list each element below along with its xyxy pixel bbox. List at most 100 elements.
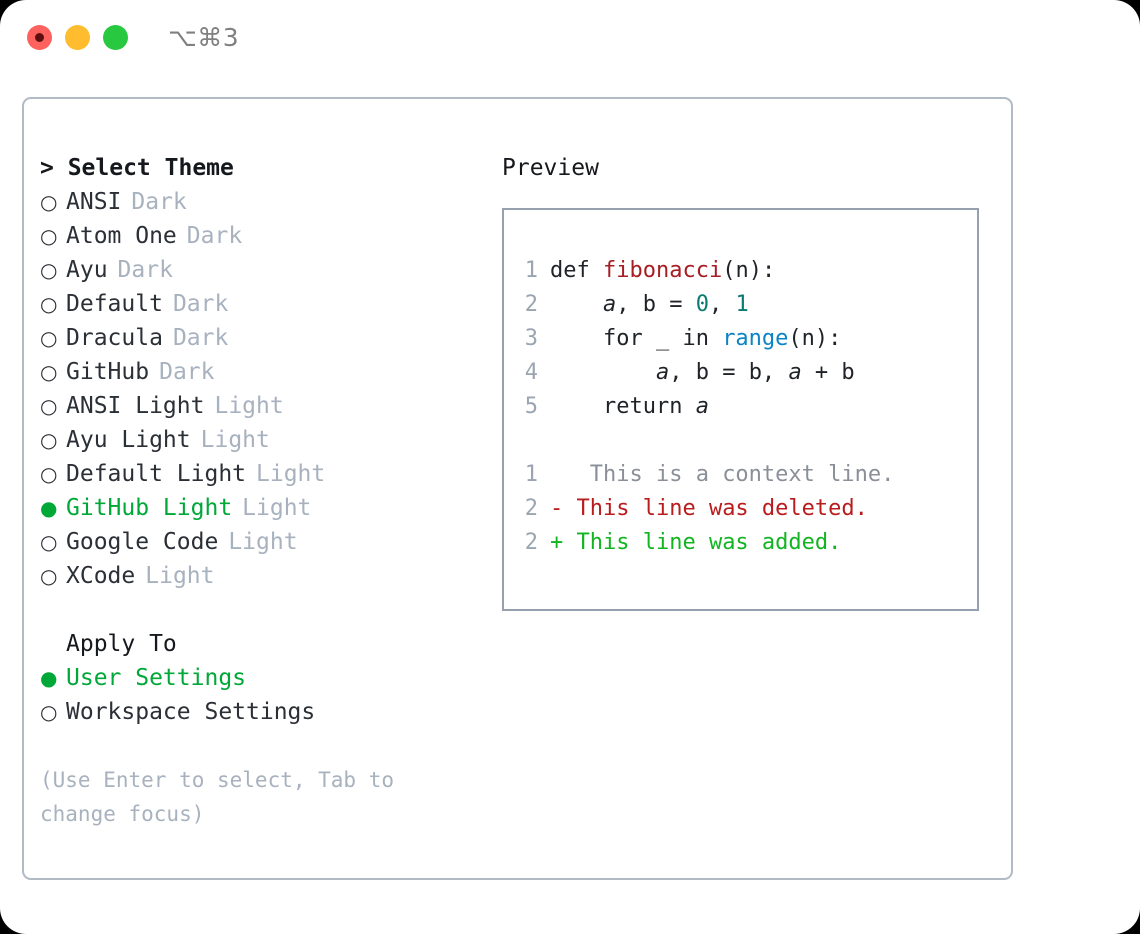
code-line-content: a, b = b, a + b [550,356,855,390]
diff-marker [550,458,563,492]
radio-unselected-icon: ○ [40,292,58,316]
apply-to-option[interactable]: ○ Workspace Settings [40,695,490,729]
code-sample: 1 def fibonacci(n):2 a, b = 0, 1 3 for _ i… [504,254,977,424]
line-number: 1 [524,258,538,283]
line-number: 2 [524,496,538,521]
apply-to-label: User Settings [66,665,247,691]
theme-variant-badge: Dark [159,359,215,385]
minimize-icon[interactable] [65,25,90,50]
theme-name: GitHub Light [66,495,233,521]
theme-list-item[interactable]: ○ Google Code Light [40,525,490,559]
code-token: 1 [735,292,749,317]
diff-sample: 1 This is a context line. 2- This line wa… [504,458,977,560]
code-token: (n): [788,326,842,351]
code-line-content: for _ in range(n): [550,322,841,356]
theme-name: ANSI [66,189,122,215]
select-theme-header: > Select Theme [40,155,234,181]
code-token: def [550,258,603,283]
radio-unselected-icon: ○ [40,224,58,248]
theme-name: Ayu Light [66,427,191,453]
diff-marker: + [550,530,564,555]
diff-line-content: This line was added. [563,530,842,555]
line-number: 3 [524,326,538,351]
code-line-content: def fibonacci(n): [550,254,775,288]
theme-variant-badge: Dark [172,291,229,317]
code-token [550,360,656,385]
theme-variant-badge: Light [145,563,215,589]
code-line: 2 a, b = 0, 1 [504,288,977,322]
code-token: a [655,360,670,385]
theme-variant-badge: Light [200,427,270,453]
theme-variant-badge: Light [242,495,312,521]
theme-list-item[interactable]: ○ Atom One Dark [40,219,490,253]
code-token: a [602,292,617,317]
code-token: 0 [695,292,709,317]
keyboard-shortcut-label: ⌥⌘3 [168,23,240,52]
apply-to-list[interactable]: ● User Settings ○ Workspace Settings [40,661,490,729]
apply-to-option[interactable]: ● User Settings [40,661,490,695]
code-line: 1 def fibonacci(n): [504,254,977,288]
theme-list-item[interactable]: ○ ANSI Dark [40,185,490,219]
radio-unselected-icon: ○ [40,700,58,724]
title-bar: ⌥⌘3 [0,0,1140,78]
theme-name: Ayu [66,257,108,283]
radio-unselected-icon: ○ [40,564,58,588]
radio-selected-icon: ● [40,666,58,690]
apply-to-header: Apply To [66,631,177,657]
line-number: 5 [524,394,538,419]
theme-name: Google Code [66,529,219,555]
theme-list-item[interactable]: ○ ANSI Light Light [40,389,490,423]
code-line-content: a, b = 0, 1 [550,288,749,322]
keyboard-hint-text: (Use Enter to select, Tab to change focu… [40,768,395,826]
code-token: return [550,394,696,419]
theme-variant-badge: Dark [172,325,229,351]
code-line: 4 a, b = b, a + b [504,356,977,390]
radio-unselected-icon: ○ [40,326,58,350]
theme-name: Atom One [66,223,177,249]
radio-unselected-icon: ○ [40,530,58,554]
theme-variant-badge: Light [228,529,298,555]
radio-unselected-icon: ○ [40,428,58,452]
preview-header: Preview [502,155,599,181]
theme-list-item[interactable]: ○ XCode Light [40,559,490,593]
line-number: 4 [524,360,538,385]
theme-list-item[interactable]: ○ Ayu Light Light [40,423,490,457]
code-token: , b = [616,292,696,317]
radio-selected-icon: ● [40,496,58,520]
line-number: 1 [524,462,538,487]
theme-variant-badge: Light [214,393,284,419]
code-token: , [708,292,736,317]
theme-list-item[interactable]: ● GitHub Light Light [40,491,490,525]
diff-line: 2+ This line was added. [504,526,977,560]
theme-name: GitHub [66,359,150,385]
theme-name: ANSI Light [66,393,205,419]
theme-variant-badge: Dark [186,223,243,249]
diff-line-content: This line was deleted. [563,496,868,521]
code-spacer [504,424,977,458]
radio-unselected-icon: ○ [40,394,58,418]
code-token: + b [801,360,855,385]
diff-marker: - [550,496,564,521]
radio-unselected-icon: ○ [40,190,58,214]
diff-line: 2- This line was deleted. [504,492,977,526]
code-token: a [788,360,802,385]
code-token: for _ in [550,326,723,351]
apply-to-label: Workspace Settings [66,699,316,725]
theme-variant-badge: Dark [131,189,187,215]
zoom-icon[interactable] [103,25,128,50]
close-icon[interactable] [27,25,52,50]
window-controls [27,25,128,50]
diff-line-content: This is a context line. [563,462,895,487]
theme-name: XCode [66,563,136,589]
radio-unselected-icon: ○ [40,462,58,486]
